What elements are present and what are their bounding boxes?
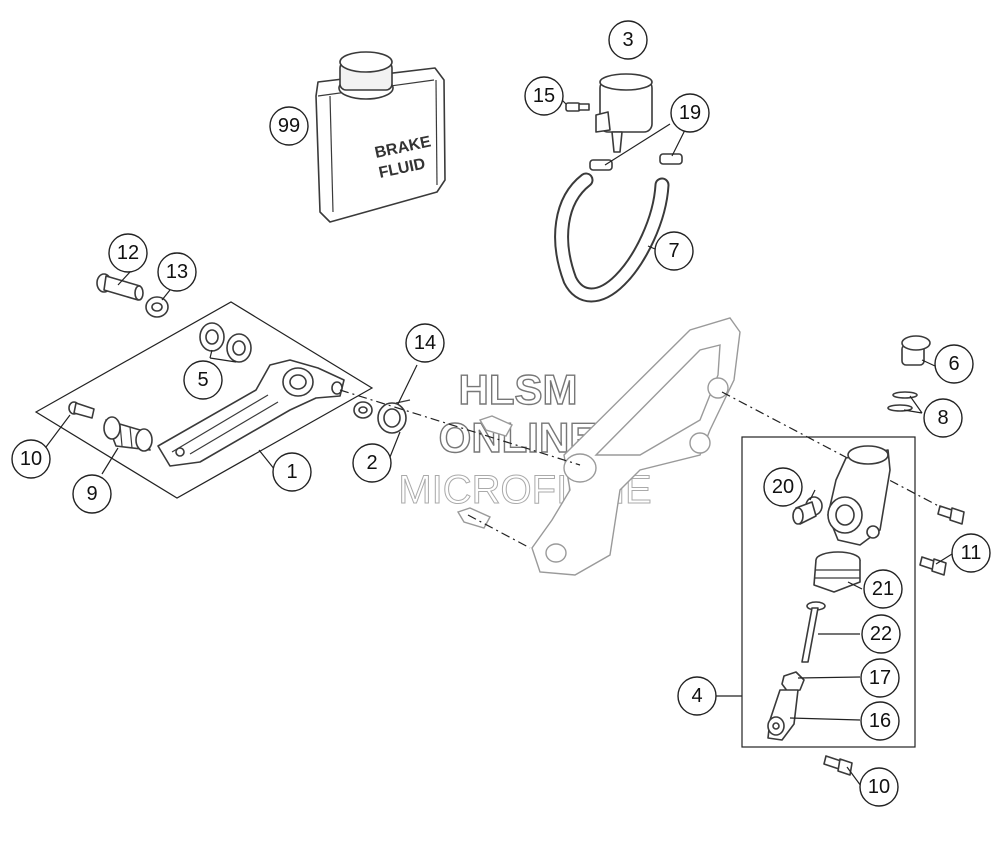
callout-20-label: 20 bbox=[772, 476, 794, 498]
callout-10-right-label: 10 bbox=[868, 776, 890, 798]
push-rod-22[interactable] bbox=[801, 601, 826, 663]
master-cylinder[interactable] bbox=[827, 445, 891, 546]
callout-9[interactable]: 9 bbox=[72, 474, 112, 514]
callout-12-label: 12 bbox=[117, 242, 139, 264]
callout-21-label: 21 bbox=[872, 578, 894, 600]
callout-13-label: 13 bbox=[166, 261, 188, 283]
washer-13[interactable] bbox=[145, 296, 169, 318]
callout-14-label: 14 bbox=[414, 332, 436, 354]
axis-line-cylinder bbox=[721, 391, 951, 513]
callout-4-label: 4 bbox=[691, 685, 702, 707]
callout-15-label: 15 bbox=[533, 85, 555, 107]
screw-11-upper[interactable] bbox=[937, 505, 965, 525]
nut-17[interactable] bbox=[781, 671, 805, 693]
footrest-bracket bbox=[456, 317, 741, 576]
screw-15[interactable] bbox=[565, 102, 590, 112]
return-spring-2[interactable] bbox=[377, 399, 411, 434]
callout-99-label: 99 bbox=[278, 115, 300, 137]
bolt-10-left[interactable] bbox=[68, 401, 95, 419]
callout-22-label: 22 bbox=[870, 623, 892, 645]
callout-10-right[interactable]: 10 bbox=[859, 767, 899, 807]
callout-8-label: 8 bbox=[937, 407, 948, 429]
brake-reservoir[interactable] bbox=[595, 73, 653, 153]
callout-16-label: 16 bbox=[869, 710, 891, 732]
bolt-10-right[interactable] bbox=[823, 755, 853, 776]
bearings-5[interactable] bbox=[199, 322, 252, 363]
callout-2[interactable]: 2 bbox=[352, 443, 392, 483]
axis-line-bolt bbox=[467, 514, 531, 549]
callout-17-label: 17 bbox=[869, 667, 891, 689]
callout-3[interactable]: 3 bbox=[608, 20, 648, 60]
callout-4[interactable]: 4 bbox=[677, 676, 717, 716]
callout-99[interactable]: 99 bbox=[269, 106, 309, 146]
callout-7-label: 7 bbox=[668, 240, 679, 262]
callout-3-label: 3 bbox=[622, 29, 633, 51]
callout-11-label: 11 bbox=[961, 542, 982, 564]
watermark-line-1: HLSM bbox=[459, 366, 578, 413]
callout-19-label: 19 bbox=[679, 102, 701, 124]
callout-15[interactable]: 15 bbox=[524, 76, 564, 116]
callout-8[interactable]: 8 bbox=[923, 398, 963, 438]
brake-fluid-can[interactable]: BRAKE FLUID bbox=[315, 51, 446, 223]
callout-11[interactable]: 11 bbox=[951, 533, 991, 573]
screw-11-lower[interactable] bbox=[919, 556, 947, 576]
fitting-20[interactable] bbox=[792, 496, 823, 525]
master-cylinder-frame bbox=[741, 436, 916, 748]
hose-clamp-right[interactable] bbox=[659, 153, 683, 165]
dust-boot-21[interactable] bbox=[813, 551, 861, 593]
bleeder-cap-6[interactable] bbox=[901, 335, 931, 366]
brake-hose[interactable] bbox=[554, 172, 670, 303]
pedal-rubber-9[interactable] bbox=[103, 416, 153, 452]
callout-20[interactable]: 20 bbox=[763, 467, 803, 507]
o-rings-8[interactable] bbox=[887, 391, 918, 412]
callout-10-left-label: 10 bbox=[20, 448, 42, 470]
callout-2-label: 2 bbox=[366, 452, 377, 474]
callout-1-label: 1 bbox=[286, 461, 297, 483]
callout-12[interactable]: 12 bbox=[108, 233, 148, 273]
hose-clamp-left[interactable] bbox=[589, 159, 613, 171]
washer-14[interactable] bbox=[353, 401, 373, 419]
callout-22[interactable]: 22 bbox=[861, 614, 901, 654]
pedal-assembly-frame bbox=[34, 301, 374, 499]
callout-6[interactable]: 6 bbox=[934, 344, 974, 384]
callout-16[interactable]: 16 bbox=[860, 701, 900, 741]
callout-17[interactable]: 17 bbox=[860, 658, 900, 698]
callout-7[interactable]: 7 bbox=[654, 231, 694, 271]
callout-10-left[interactable]: 10 bbox=[11, 439, 51, 479]
callout-13[interactable]: 13 bbox=[157, 252, 197, 292]
brake-pedal[interactable] bbox=[157, 359, 345, 467]
callout-14[interactable]: 14 bbox=[405, 323, 445, 363]
leader-lines bbox=[45, 97, 953, 787]
bolt-12[interactable] bbox=[96, 273, 144, 301]
callout-5-label: 5 bbox=[197, 369, 208, 391]
callout-21[interactable]: 21 bbox=[863, 569, 903, 609]
callout-9-label: 9 bbox=[86, 483, 97, 505]
callout-1[interactable]: 1 bbox=[272, 452, 312, 492]
axis-line-pedal bbox=[339, 389, 581, 466]
callout-5[interactable]: 5 bbox=[183, 360, 223, 400]
callout-19[interactable]: 19 bbox=[670, 93, 710, 133]
clevis-16[interactable] bbox=[767, 689, 799, 741]
callout-6-label: 6 bbox=[948, 353, 959, 375]
